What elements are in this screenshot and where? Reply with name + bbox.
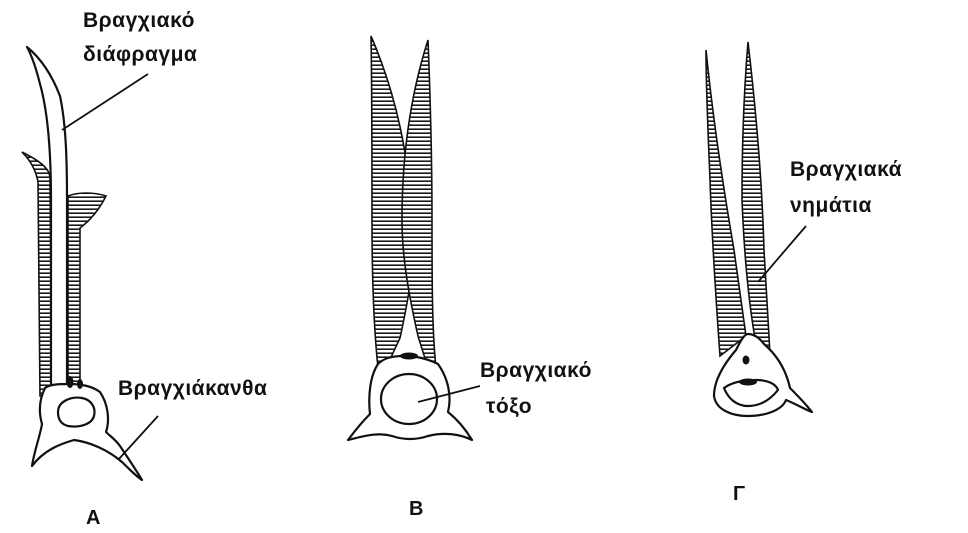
gill-filaments-label-line1: Βραγχιακά [790, 158, 902, 181]
panel-g-left-filament [706, 50, 746, 356]
panel-a-vessel-dot [67, 376, 74, 388]
panel-g-vessel-mark [739, 379, 757, 386]
panel-a-left-filament [22, 152, 52, 396]
gill-raker-label: Βραγχιάκανθα [118, 377, 267, 400]
gill-arch-label-line2: τόξο [486, 395, 532, 418]
panel-g-label: Γ [733, 483, 745, 505]
gill-septum-leader-line [62, 74, 148, 130]
panel-b-label: B [409, 498, 423, 520]
gill-septum-label-line2: διάφραγμα [83, 43, 197, 66]
gill-filaments-leader-line [758, 226, 806, 282]
panel-a-diagram [22, 47, 142, 480]
panel-g-vessel-dot [743, 356, 750, 365]
gill-filaments-label-line2: νημάτια [790, 194, 872, 217]
panel-b-vessel-mark [400, 353, 418, 360]
panel-b-right-filament [402, 40, 436, 368]
panel-b-diagram [348, 36, 472, 440]
panel-g-diagram [706, 42, 812, 416]
gill-arch-label-line1: Βραγχιακό [480, 359, 592, 382]
panel-g-right-filament [742, 42, 770, 354]
panel-a-vessel-dot [77, 379, 83, 389]
panel-a-label: A [86, 507, 100, 529]
panel-a-right-filament [68, 193, 106, 396]
gill-raker-leader-line [118, 416, 158, 460]
gill-septum-label-line1: Βραγχιακό [83, 9, 195, 32]
panel-a-arch-cavity [58, 398, 95, 427]
